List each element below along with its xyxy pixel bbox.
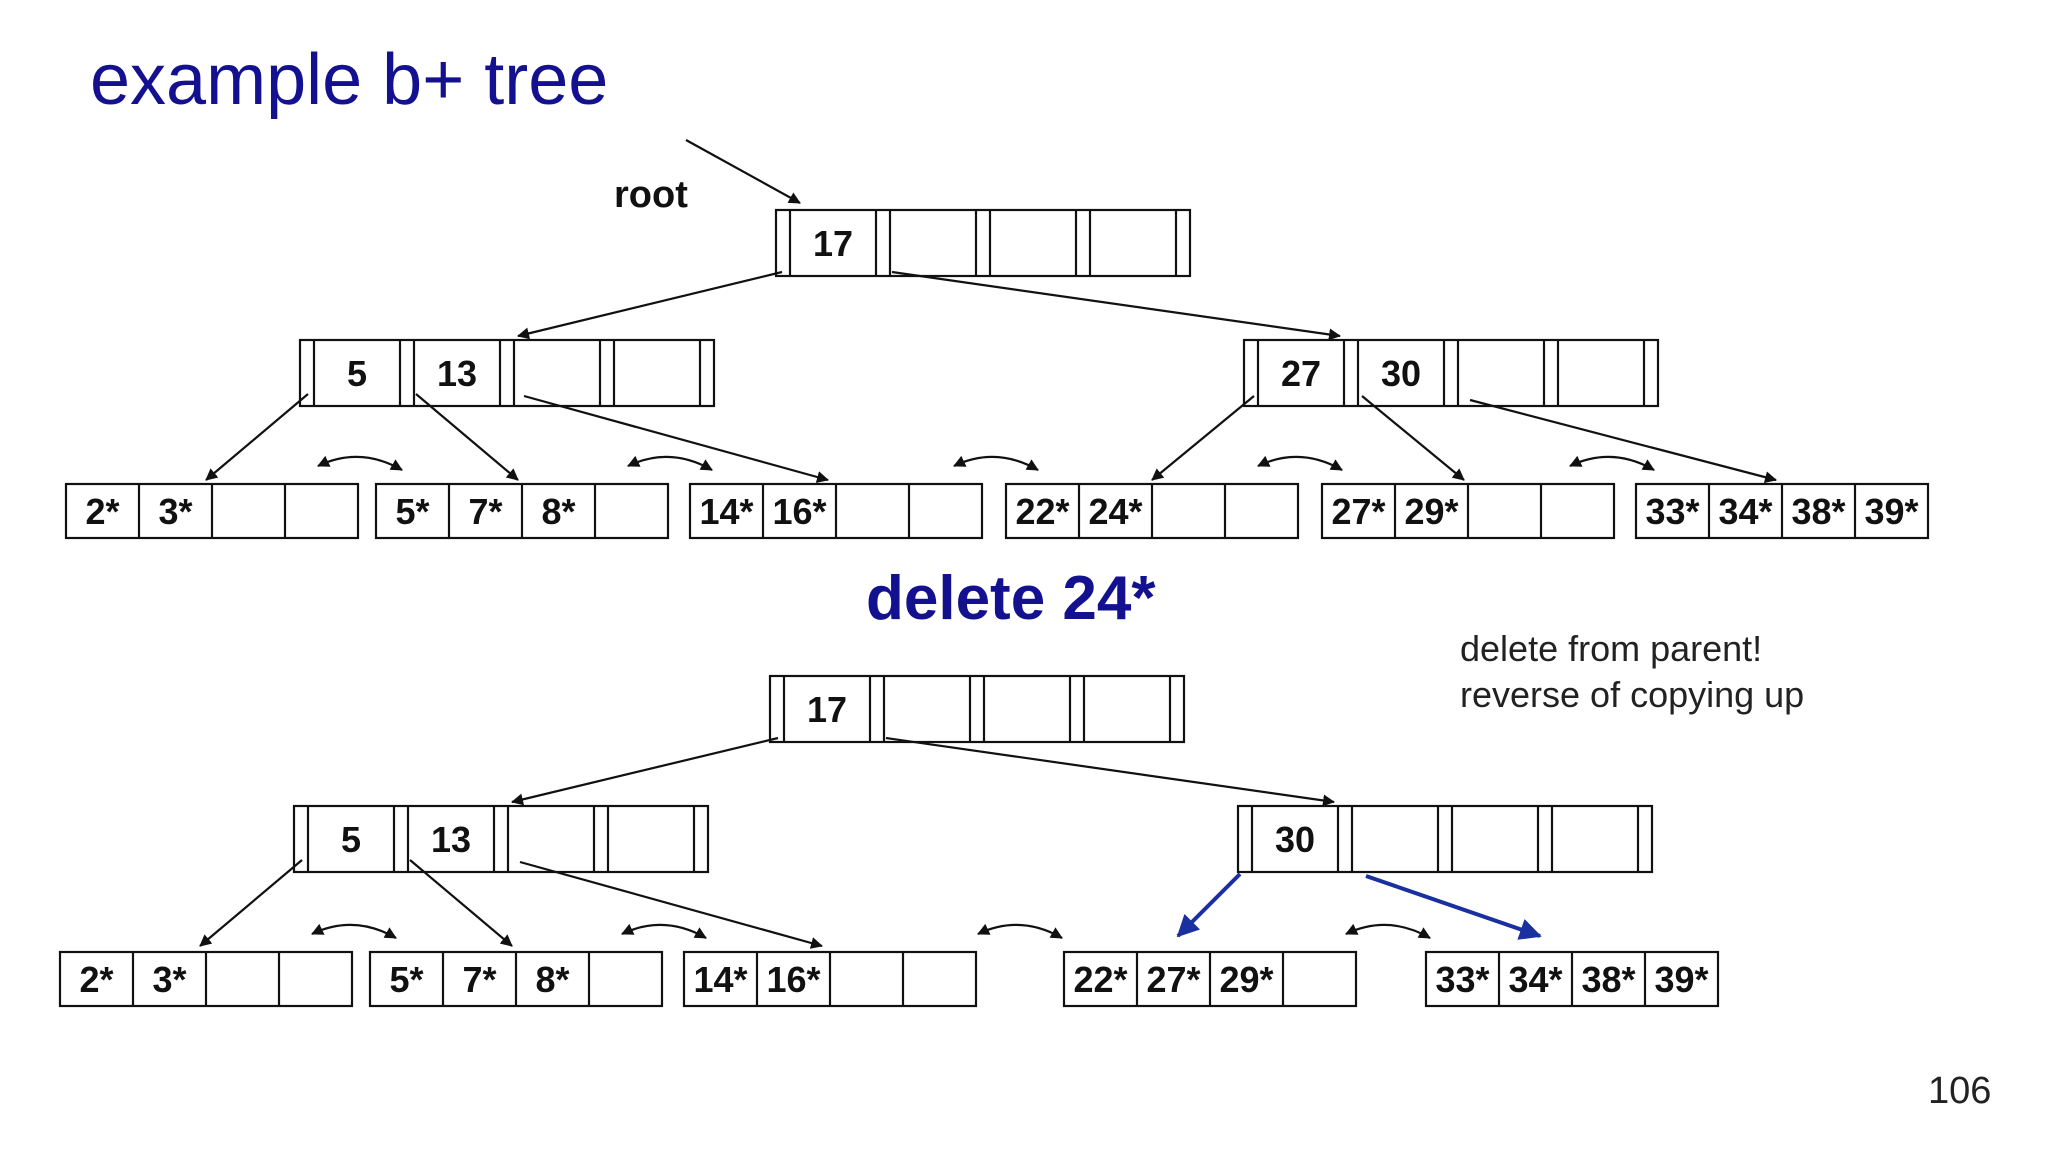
sibling-link-before-5 <box>1569 455 1655 471</box>
inner-node-left-after-key: 5 <box>341 819 361 860</box>
note-line-1: delete from parent! <box>1460 628 1763 669</box>
inner-node-left-after-key: 13 <box>431 819 471 860</box>
sibling-link-after-4 <box>1345 923 1431 939</box>
root-node-before-key: 17 <box>813 223 853 264</box>
edge-right-p0-after-highlight <box>1176 872 1242 938</box>
root-label: root <box>614 174 688 216</box>
slide-subtitle: delete 24* <box>866 564 1156 633</box>
inner-node-right-after: 30 <box>1236 804 1654 874</box>
edge-root-to-right-after <box>885 736 1335 807</box>
inner-node-right-before-frame <box>1242 338 1660 408</box>
leaf-after-2-entry: 7* <box>462 959 496 1000</box>
note-line-2: reverse of copying up <box>1460 674 1805 715</box>
root-node-after-key: 17 <box>807 689 847 730</box>
leaf-after-3: 14* 16* <box>682 950 978 1008</box>
leaf-before-6-entry: 38* <box>1791 491 1845 532</box>
edge-left-p1-before <box>415 393 519 481</box>
inner-node-right-before: 27 30 <box>1242 338 1660 408</box>
leaf-before-4-entry: 22* <box>1015 491 1069 532</box>
leaf-before-6-entry: 39* <box>1864 491 1918 532</box>
root-node-before-frame <box>774 208 1192 278</box>
leaf-before-6: 33* 34* 38* 39* <box>1634 482 1930 540</box>
leaf-after-4-entry: 27* <box>1146 959 1200 1000</box>
leaf-after-5-entry: 39* <box>1654 959 1708 1000</box>
root-pointer-arrow <box>685 139 801 204</box>
leaf-before-3-entry: 16* <box>772 491 826 532</box>
leaf-after-1-entry: 2* <box>79 959 113 1000</box>
inner-node-right-after-key: 30 <box>1275 819 1315 860</box>
leaf-after-3-entry: 16* <box>766 959 820 1000</box>
leaf-before-5: 27* 29* <box>1320 482 1616 540</box>
leaf-after-5-entry: 33* <box>1435 959 1489 1000</box>
leaf-before-5-entry: 29* <box>1404 491 1458 532</box>
root-node-after-frame <box>768 674 1186 744</box>
inner-node-right-after-frame <box>1236 804 1654 874</box>
inner-node-left-before: 5 13 <box>298 338 716 408</box>
edge-left-p2-before <box>523 394 829 483</box>
sibling-link-after-2 <box>621 923 707 939</box>
slide-title: example b+ tree <box>90 40 609 120</box>
inner-node-left-after-frame <box>292 804 710 874</box>
edge-right-p1-after-highlight <box>1365 874 1542 940</box>
edge-root-to-left-before <box>517 270 783 340</box>
page-number: 106 <box>1928 1070 1992 1112</box>
leaf-before-3: 14* 16* <box>688 482 984 540</box>
leaf-after-5-entry: 34* <box>1508 959 1562 1000</box>
leaf-before-2-entry: 5* <box>395 491 429 532</box>
leaf-before-2-entry: 8* <box>541 491 575 532</box>
edge-right-p2-before <box>1469 398 1777 484</box>
inner-node-left-before-key: 13 <box>437 353 477 394</box>
inner-node-right-before-key: 30 <box>1381 353 1421 394</box>
leaf-after-2: 5* 7* 8* <box>368 950 664 1008</box>
leaf-before-2-entry: 7* <box>468 491 502 532</box>
edge-root-to-left-after <box>511 736 779 806</box>
sibling-link-before-4 <box>1257 455 1343 471</box>
leaf-after-1-entry: 3* <box>152 959 186 1000</box>
leaf-before-6-entry: 33* <box>1645 491 1699 532</box>
leaf-before-1-entry: 2* <box>85 491 119 532</box>
edge-left-p1-after <box>409 859 513 947</box>
leaf-before-2: 5* 7* 8* <box>374 482 670 540</box>
sibling-link-before-3 <box>953 455 1039 471</box>
edge-right-p1-before <box>1361 395 1465 481</box>
leaf-before-4: 22* 24* <box>1004 482 1300 540</box>
edge-root-to-right-before <box>891 270 1341 341</box>
edge-left-p2-after <box>519 860 823 949</box>
inner-node-left-before-frame <box>298 338 716 408</box>
leaf-before-1-entry: 3* <box>158 491 192 532</box>
leaf-before-4-entry: 24* <box>1088 491 1142 532</box>
leaf-after-4: 22* 27* 29* <box>1062 950 1358 1008</box>
sibling-link-before-2 <box>627 455 713 471</box>
inner-node-right-before-key: 27 <box>1281 353 1321 394</box>
leaf-before-1: 2* 3* <box>64 482 360 540</box>
leaf-after-4-entry: 22* <box>1073 959 1127 1000</box>
leaf-after-2-entry: 8* <box>535 959 569 1000</box>
leaf-after-3-entry: 14* <box>693 959 747 1000</box>
root-node-before: 17 <box>774 208 1192 278</box>
sibling-link-after-1 <box>311 923 397 939</box>
note: delete from parent! reverse of copying u… <box>1460 626 1804 718</box>
leaf-after-4-entry: 29* <box>1219 959 1273 1000</box>
root-node-after: 17 <box>768 674 1186 744</box>
inner-node-left-after: 5 13 <box>292 804 710 874</box>
leaf-before-3-entry: 14* <box>699 491 753 532</box>
sibling-link-before-1 <box>317 455 403 471</box>
leaf-after-2-entry: 5* <box>389 959 423 1000</box>
leaf-after-1: 2* 3* <box>58 950 354 1008</box>
leaf-before-5-entry: 27* <box>1331 491 1385 532</box>
edge-left-p0-after <box>199 859 303 947</box>
sibling-link-after-3 <box>977 923 1063 939</box>
leaf-before-6-entry: 34* <box>1718 491 1772 532</box>
edge-left-p0-before <box>205 393 309 481</box>
leaf-after-5-entry: 38* <box>1581 959 1635 1000</box>
leaf-after-5: 33* 34* 38* 39* <box>1424 950 1720 1008</box>
inner-node-left-before-key: 5 <box>347 353 367 394</box>
edge-right-p0-before <box>1151 395 1255 481</box>
